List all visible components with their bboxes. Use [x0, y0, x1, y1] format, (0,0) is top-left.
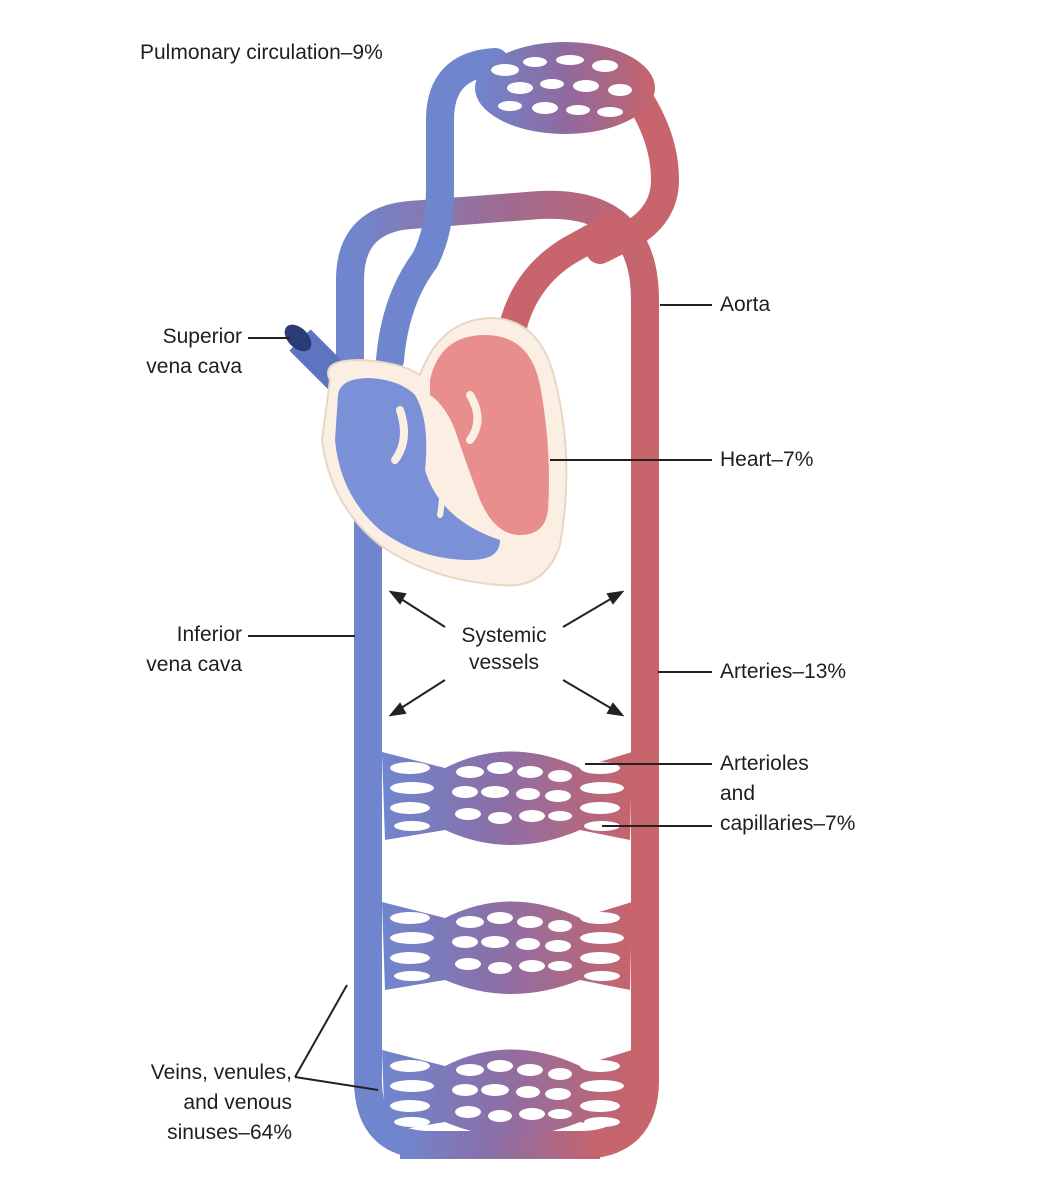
left-heart-chambers: [430, 335, 549, 535]
systemic-capillary-beds: [382, 751, 632, 1136]
leader-lines: [248, 304, 712, 1091]
arterioles-line-1: Arterioles: [720, 752, 809, 775]
veins-leader-a: [294, 984, 348, 1078]
right-heart-chambers: [335, 378, 500, 560]
inferior-vena-cava-line-1: Inferior: [176, 623, 242, 646]
arterioles-capillaries-label: Arterioles and capillaries–7%: [720, 749, 855, 839]
systemic-vessels-label: Systemic vessels: [444, 622, 564, 676]
superior-vena-cava-line-2: vena cava: [146, 355, 242, 378]
aortic-arch: [336, 190, 659, 394]
pulmonary-artery: [376, 48, 509, 374]
heart: [320, 316, 568, 587]
pulmonary-circulation-label: Pulmonary circulation–9%: [140, 41, 383, 64]
inferior-vena-cava-label: Inferior vena cava: [100, 620, 242, 680]
arterioles-line-2: and: [720, 782, 756, 805]
heart-label: Heart–7%: [720, 448, 814, 471]
systemic-vessel-arrows: [388, 590, 625, 717]
capillary-holes: [390, 762, 624, 1127]
arteries-label: Arteries–13%: [720, 660, 847, 683]
veins-line-2: and venous: [183, 1091, 292, 1114]
superior-vena-cava-label: Superior vena cava: [100, 322, 242, 382]
systemic-vessels-line-2: vessels: [468, 651, 540, 674]
pulmonary-capillary-holes: [491, 55, 632, 117]
pulmonary-vein: [586, 86, 680, 264]
bottom-connector: [400, 1131, 600, 1159]
veins-line-1: Veins, venules,: [150, 1061, 292, 1084]
veins-label: Veins, venules, and venous sinuses–64%: [80, 1058, 292, 1148]
veins-line-3: sinuses–64%: [167, 1121, 292, 1144]
systemic-vessels-line-1: Systemic: [461, 624, 547, 647]
aorta-label: Aorta: [720, 293, 771, 316]
superior-vena-cava-line-1: Superior: [162, 325, 242, 348]
inferior-vena-cava-line-2: vena cava: [146, 653, 242, 676]
arterioles-line-3: capillaries–7%: [720, 812, 856, 835]
veins-leader-b: [294, 1076, 379, 1091]
pulmonary-circuit: [376, 42, 680, 374]
